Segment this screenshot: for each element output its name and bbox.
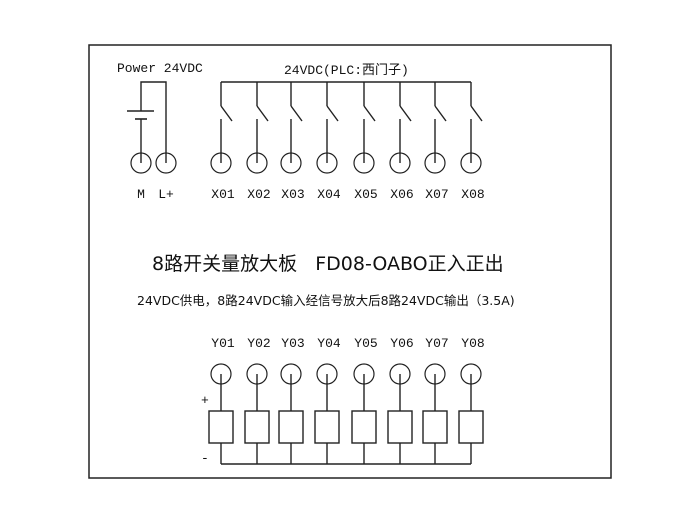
switch-contact-icon [256, 105, 269, 122]
output-label: Y08 [461, 336, 484, 351]
output-label: Y01 [211, 336, 235, 351]
input-channel: X08 [460, 82, 485, 202]
output-label: Y07 [425, 336, 448, 351]
board-frame [88, 44, 612, 479]
input-channel: X06 [389, 82, 414, 202]
output-label: Y06 [390, 336, 413, 351]
power-terminal-label: L+ [158, 187, 174, 202]
load-icon [314, 410, 340, 444]
load-icon [422, 410, 448, 444]
input-channel: X02 [246, 82, 271, 202]
input-label: X02 [247, 187, 270, 202]
power-terminals: M L+ [130, 152, 177, 202]
plus-label: + [201, 393, 209, 408]
input-channels: X01 X02 X03 X04 X05 X06 X07 X08 [210, 82, 485, 202]
output-label: Y05 [354, 336, 377, 351]
input-channel: X04 [316, 82, 341, 202]
output-channel: Y07 [422, 336, 449, 464]
output-channel: Y04 [314, 336, 341, 464]
power-terminal-label: M [137, 187, 145, 202]
switch-contact-icon [363, 105, 376, 122]
load-icon [244, 410, 270, 444]
switch-contact-icon [290, 105, 303, 122]
output-channel: Y06 [387, 336, 414, 464]
load-icon [278, 410, 304, 444]
input-label: X04 [317, 187, 341, 202]
power-label: Power 24VDC [117, 61, 203, 76]
minus-label: - [201, 451, 209, 466]
switch-contact-icon [434, 105, 447, 122]
load-icon [387, 410, 413, 444]
input-channel: X07 [424, 82, 449, 202]
input-channel: X03 [280, 82, 305, 202]
input-label: X03 [281, 187, 304, 202]
load-icon [351, 410, 377, 444]
input-bus-label: 24VDC(PLC:西门子) [284, 63, 409, 78]
load-icon [208, 410, 234, 444]
load-icon [458, 410, 484, 444]
input-label: X06 [390, 187, 413, 202]
board-description: 24VDC供电，8路24VDC输入经信号放大后8路24VDC输出（3.5A) [137, 293, 515, 308]
input-channel: X05 [353, 82, 378, 202]
switch-contact-icon [399, 105, 412, 122]
board-title: 8路开关量放大板 FD08-OABO正入正出 [152, 253, 504, 275]
power-supply-circuit [127, 81, 167, 153]
input-channel: X01 [210, 82, 235, 202]
switch-contact-icon [326, 105, 339, 122]
output-channels: Y01 Y02 Y03 Y04 Y05 Y06 Y07 Y08 [208, 336, 485, 464]
output-channel: Y03 [278, 336, 305, 464]
switch-contact-icon [220, 105, 233, 122]
output-label: Y04 [317, 336, 341, 351]
output-channel: Y08 [458, 336, 485, 464]
output-channel: Y01 [208, 336, 235, 464]
input-label: X08 [461, 187, 484, 202]
output-channel: Y02 [244, 336, 271, 464]
output-label: Y03 [281, 336, 304, 351]
input-label: X05 [354, 187, 377, 202]
output-channel: Y05 [351, 336, 378, 464]
input-label: X07 [425, 187, 448, 202]
output-label: Y02 [247, 336, 270, 351]
input-label: X01 [211, 187, 235, 202]
switch-contact-icon [470, 105, 483, 122]
